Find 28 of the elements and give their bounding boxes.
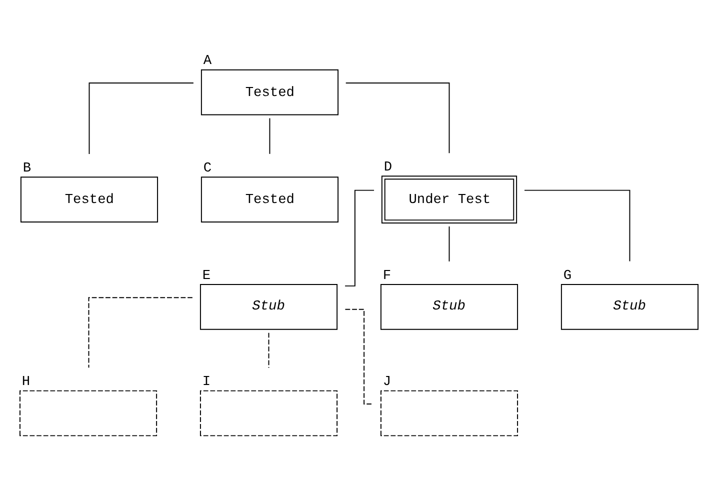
node-label: J: [382, 374, 392, 390]
connector: [269, 117, 270, 154]
connector: [448, 225, 450, 262]
connector: [268, 332, 270, 368]
node-box: Tested: [20, 176, 158, 222]
node-label: C: [203, 160, 212, 176]
connector: [524, 189, 630, 262]
connector: [88, 296, 193, 368]
node-box: Under Test: [381, 175, 518, 223]
node-label: B: [22, 160, 32, 176]
node-box: Stub: [200, 283, 338, 330]
node-label: E: [202, 268, 211, 284]
node-box: [19, 390, 158, 436]
node-box: Stub: [560, 283, 699, 330]
connector: [344, 308, 374, 404]
node-label: H: [22, 374, 30, 390]
node-label: F: [382, 268, 392, 284]
connector: [345, 82, 450, 154]
node-box: Tested: [200, 176, 339, 222]
node-box: [200, 390, 338, 436]
node-box: [380, 390, 518, 436]
node-box: Stub: [380, 283, 518, 330]
connector: [88, 82, 194, 154]
node-label: D: [384, 160, 392, 176]
node-label: G: [563, 268, 572, 284]
node-label: I: [202, 374, 211, 390]
node-box: Tested: [200, 68, 339, 115]
node-label: A: [203, 54, 212, 69]
